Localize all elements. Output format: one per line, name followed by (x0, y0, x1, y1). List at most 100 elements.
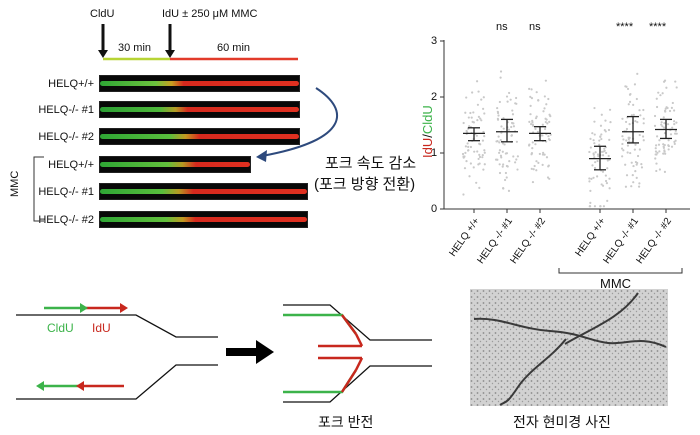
data-point (673, 120, 676, 123)
data-point (496, 106, 499, 110)
data-point (537, 161, 540, 164)
fiber-row-label: HELQ-/- #2 (38, 131, 94, 143)
data-point (461, 152, 465, 156)
data-point (480, 119, 483, 122)
data-point (500, 125, 503, 128)
data-point (655, 162, 658, 165)
data-point (662, 116, 665, 119)
data-point (636, 121, 639, 124)
data-point (546, 122, 549, 125)
data-point (504, 171, 508, 175)
data-point (511, 113, 515, 116)
fiber-row-label: HELQ+/+ (48, 78, 94, 90)
data-point (588, 177, 591, 180)
data-point (470, 116, 473, 119)
data-point (537, 99, 540, 102)
data-point (622, 138, 625, 141)
duration1-label: 30 min (118, 42, 152, 54)
data-point (626, 87, 630, 91)
data-point (482, 107, 485, 110)
data-point (515, 96, 518, 100)
data-point (662, 152, 665, 155)
data-point (478, 155, 482, 159)
data-point (596, 159, 599, 163)
data-point (588, 150, 591, 154)
fiber-image (99, 211, 308, 228)
data-point (468, 175, 471, 178)
data-point (670, 106, 673, 109)
data-point (625, 174, 629, 177)
data-point (543, 153, 546, 156)
data-point (478, 162, 481, 165)
data-point (654, 147, 657, 150)
data-point (532, 124, 535, 127)
data-point (658, 150, 661, 153)
fiber-row-label: HELQ-/- #1 (38, 104, 94, 116)
data-point (641, 135, 645, 138)
data-point (667, 144, 670, 148)
fiber-image (99, 128, 300, 145)
data-point (547, 165, 550, 168)
data-point (626, 144, 630, 147)
data-point (589, 189, 592, 192)
data-point (593, 120, 596, 123)
data-point (592, 139, 595, 142)
data-point (626, 151, 629, 154)
data-point (621, 142, 624, 146)
data-point (535, 91, 538, 94)
data-point (469, 162, 472, 165)
data-point (674, 80, 677, 83)
data-point (503, 178, 507, 182)
data-point (661, 92, 664, 95)
data-point (509, 98, 512, 101)
data-point (529, 104, 532, 107)
fork-reversal-caption: 포크 반전 (318, 414, 374, 430)
data-point (667, 139, 670, 142)
data-point (628, 122, 631, 126)
fiber-row-label: HELQ+/+ (48, 159, 94, 171)
data-point (499, 138, 502, 142)
data-point (590, 177, 593, 180)
data-point (589, 137, 592, 140)
data-point (532, 168, 535, 171)
data-point (541, 163, 544, 166)
data-point (469, 111, 472, 115)
data-point (663, 143, 666, 147)
data-point (476, 103, 480, 106)
significance-label: ns (529, 21, 541, 33)
data-point (516, 155, 519, 158)
pulse2-label: IdU ± 250 μM MMC (162, 8, 258, 20)
data-point (666, 123, 670, 126)
data-point (663, 170, 667, 173)
data-point (673, 123, 676, 126)
data-point (466, 142, 469, 145)
data-point (528, 143, 531, 146)
data-point (608, 177, 611, 180)
data-point (548, 113, 551, 116)
data-point (463, 167, 467, 170)
data-point (503, 143, 506, 146)
data-point (478, 153, 481, 156)
data-point (596, 175, 599, 178)
data-point (531, 180, 535, 184)
chart-dots (461, 70, 678, 208)
data-point (606, 167, 609, 170)
data-point (507, 91, 511, 95)
data-point (511, 122, 514, 125)
data-point (603, 128, 606, 132)
data-point (505, 176, 508, 179)
data-point (624, 85, 627, 88)
data-point (529, 95, 532, 98)
y-tick-label: 0 (431, 203, 438, 215)
data-point (534, 127, 537, 130)
data-point (654, 153, 657, 156)
pulse1-label: CldU (90, 8, 115, 20)
data-point (505, 164, 508, 168)
data-point (544, 120, 547, 124)
data-point (636, 161, 639, 165)
data-point (464, 151, 467, 154)
data-point (481, 156, 484, 159)
data-point (665, 86, 668, 89)
data-point (515, 140, 518, 143)
data-point (662, 80, 666, 83)
